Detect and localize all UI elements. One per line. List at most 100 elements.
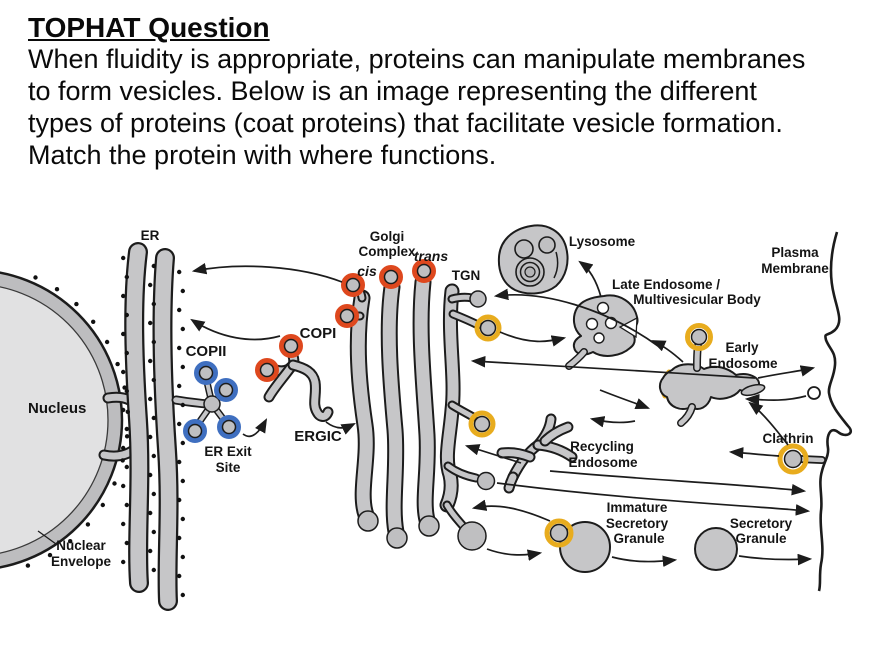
ribosome-dot bbox=[148, 358, 153, 364]
ribosome-dot bbox=[151, 339, 156, 345]
ribosome-dot bbox=[124, 464, 129, 470]
ribosome-dot bbox=[74, 301, 79, 307]
question-line-2: to form vesicles. Below is an image repr… bbox=[28, 76, 757, 107]
ribosome-dot bbox=[124, 434, 130, 439]
ribosome-dot bbox=[180, 364, 185, 370]
arrow-pit-to-left bbox=[728, 447, 780, 459]
label-secretory-granule: Granule bbox=[735, 531, 787, 546]
question-line-1: When fluidity is appropriate, proteins c… bbox=[28, 44, 806, 75]
label-er-exit-site: Site bbox=[216, 460, 241, 475]
copii-vesicle bbox=[217, 415, 241, 439]
ribosome-dot bbox=[25, 563, 31, 568]
label-clathrin: Clathrin bbox=[762, 431, 813, 446]
copii-vesicle bbox=[214, 378, 238, 402]
ribosome-dot bbox=[177, 269, 182, 275]
nucleus bbox=[0, 271, 124, 569]
clathrin-vesicle bbox=[544, 518, 574, 548]
arrow-immature-to-secretory bbox=[611, 555, 678, 567]
ribosome-dot bbox=[112, 481, 117, 486]
vesicle-trafficking-diagram: ER Nucleus Nuclear Envelope ER Exit Site… bbox=[0, 224, 853, 660]
label-secretory-granule: Secretory bbox=[730, 516, 793, 531]
clathrin-vesicle bbox=[474, 314, 502, 342]
arrow-tgn-to-membrane bbox=[496, 482, 811, 516]
copi-vesicle bbox=[335, 304, 359, 328]
ribosome-dot bbox=[177, 535, 182, 541]
ribosome-dot bbox=[47, 552, 53, 558]
copi-vesicle bbox=[341, 273, 365, 297]
arrow-exit-site-to-ergic bbox=[242, 418, 268, 438]
ribosome-dot bbox=[180, 440, 185, 446]
golgi-complex bbox=[335, 259, 440, 549]
ribosome-dot bbox=[177, 421, 182, 427]
ribosome-dot bbox=[148, 396, 153, 402]
ribosome-dot bbox=[54, 287, 60, 292]
ribosome-dot bbox=[151, 377, 156, 383]
ribosome-dot bbox=[180, 554, 185, 560]
arrow-recycling-to-golgi bbox=[464, 444, 522, 464]
golgi-cisterna-bulb bbox=[386, 527, 408, 549]
transport-vesicle bbox=[457, 521, 487, 551]
immature-secretory-granule bbox=[544, 518, 611, 573]
label-er: ER bbox=[141, 228, 160, 243]
arrow-ergic-to-golgi bbox=[325, 421, 356, 435]
arrow-vesicle-to-granule bbox=[486, 548, 543, 561]
clathrin-vesicle bbox=[685, 323, 713, 351]
arrow-secretory-to-membrane bbox=[738, 553, 813, 566]
question-line-3: types of proteins (coat proteins) that f… bbox=[28, 108, 783, 139]
label-copi: COPI bbox=[300, 325, 337, 342]
question-text-block: TOPHAT Question When fluidity is appropr… bbox=[28, 12, 805, 172]
label-plasma-membrane: Membrane bbox=[761, 261, 829, 276]
copi-vesicle bbox=[379, 265, 403, 289]
nucleus-interior bbox=[0, 286, 109, 554]
ribosome-dot bbox=[124, 274, 129, 280]
ribosome-dot bbox=[121, 483, 126, 489]
ribosome-dot bbox=[151, 301, 156, 307]
ribosome-dot bbox=[180, 516, 185, 522]
ribosome-dot bbox=[177, 497, 182, 503]
ribosome-dot bbox=[104, 339, 110, 345]
arrow-late-endosome-to-lysosome bbox=[578, 260, 602, 298]
ribosome-dot bbox=[124, 502, 129, 508]
ribosome-dot bbox=[180, 402, 185, 408]
label-recycling-endosome: Recycling bbox=[570, 439, 634, 454]
label-recycling-endosome: Endosome bbox=[568, 455, 638, 470]
ribosome-dot bbox=[177, 345, 182, 351]
label-immature-secretory-granule: Granule bbox=[613, 531, 665, 546]
ribosome-dot bbox=[148, 548, 153, 554]
ribosome-dot bbox=[148, 282, 153, 288]
label-golgi-complex: Golgi bbox=[370, 229, 405, 244]
label-immature-secretory-granule: Secretory bbox=[606, 516, 669, 531]
ribosome-dot bbox=[121, 293, 126, 299]
label-nucleus: Nucleus bbox=[28, 400, 86, 417]
ribosome-dot bbox=[124, 426, 129, 432]
label-early-endosome: Endosome bbox=[708, 356, 778, 371]
label-er-exit-site: ER Exit bbox=[204, 444, 252, 459]
ribosome-dot bbox=[120, 458, 125, 463]
ribosomes bbox=[25, 255, 185, 598]
label-lysosome: Lysosome bbox=[569, 234, 636, 249]
ribosome-dot bbox=[68, 539, 73, 544]
ribosome-dot bbox=[100, 502, 106, 508]
label-copii: COPII bbox=[186, 343, 227, 360]
arrow-early-to-late-endosome bbox=[651, 340, 684, 363]
ribosome-dot bbox=[151, 263, 156, 269]
ribosome-dot bbox=[151, 567, 156, 573]
ribosome-dot bbox=[121, 255, 126, 261]
ribosome-dot bbox=[148, 320, 153, 326]
plasma-membrane bbox=[740, 231, 853, 592]
ribosome-dot bbox=[121, 331, 126, 337]
copi-vesicle bbox=[279, 334, 303, 358]
golgi-cisterna-bulb bbox=[418, 515, 440, 537]
ribosome-dot bbox=[121, 445, 126, 451]
label-late-endosome: Multivesicular Body bbox=[633, 292, 761, 307]
ribosome-dot bbox=[180, 592, 185, 598]
ribosome-dot bbox=[148, 472, 153, 478]
arrow-to-tgn-bud bbox=[493, 288, 659, 347]
er-exit-site bbox=[183, 361, 241, 443]
arrow-golgi-to-er bbox=[191, 262, 343, 283]
ribosome-dot bbox=[177, 459, 182, 465]
ribosome-dot bbox=[91, 319, 96, 324]
ribosome-dot bbox=[148, 434, 153, 440]
arrow-ergic-to-er bbox=[190, 318, 281, 341]
ribosome-dot bbox=[151, 453, 156, 459]
